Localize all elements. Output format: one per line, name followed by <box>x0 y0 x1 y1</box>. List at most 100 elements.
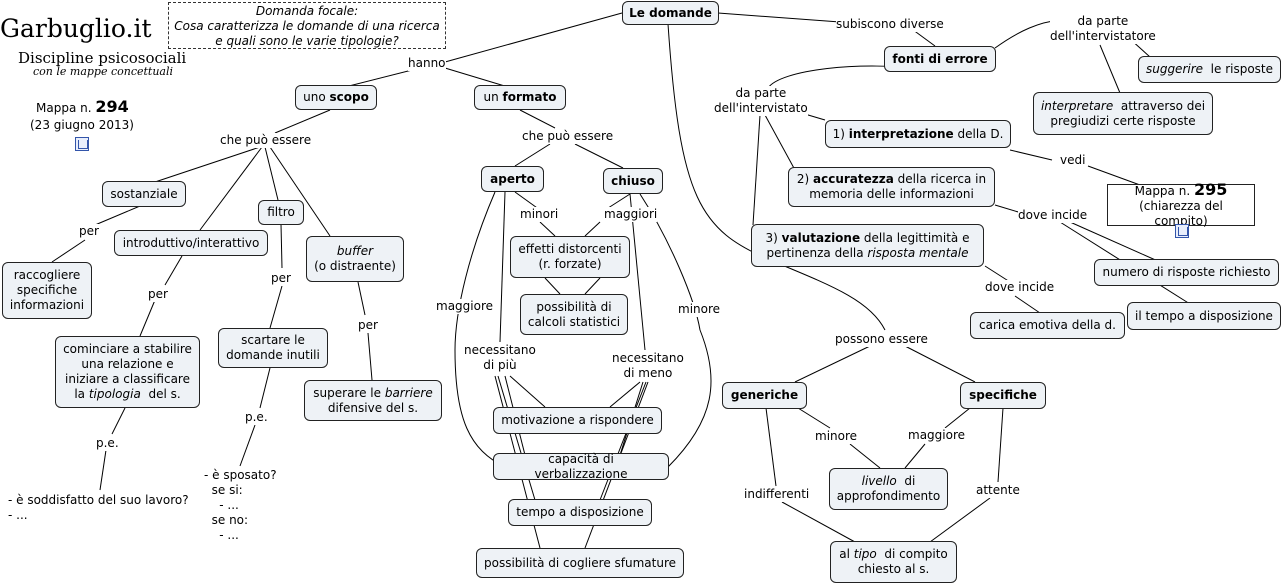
superare-text: superare le barriere difensive del s. <box>311 386 435 416</box>
node-raccogliere[interactable]: raccogliere specifiche informazioni <box>2 262 92 319</box>
accur-part-1: 2) <box>796 172 814 186</box>
node-specifiche[interactable]: specifiche <box>960 382 1046 409</box>
livello-rest: di approfondimento <box>836 474 941 503</box>
link-maggiore: maggiore <box>436 299 494 314</box>
node-effetti[interactable]: effetti distorcenti (r. forzate) <box>510 236 630 278</box>
intervistatore-line-1: da parte <box>1077 14 1129 28</box>
cominciare-part-2: del s. <box>140 387 181 401</box>
superare-part-1: superare le <box>313 385 385 400</box>
node-buffer[interactable]: buffer (o distraente) <box>306 236 404 282</box>
node-scartare[interactable]: scartare le domande inutili <box>218 328 328 368</box>
node-chiuso[interactable]: chiuso <box>603 168 663 194</box>
interpretare-italic: interpretare <box>1040 98 1114 113</box>
interpretare-text: interpretare attraverso dei pregiudizi c… <box>1040 99 1206 129</box>
link-per-2: per <box>148 287 168 302</box>
link-possono-essere: possono essere <box>835 332 928 347</box>
node-calcoli[interactable]: possibilità di calcoli statistici <box>520 294 628 335</box>
link-da-parte-intervistato: da parte dell'intervistato <box>714 86 808 116</box>
altipo-italic: tipo <box>853 547 877 561</box>
accur-bold: accuratezza <box>813 172 894 186</box>
buffer-italic: buffer <box>336 244 374 258</box>
node-valutazione[interactable]: 3) valutazione della legittimità e perti… <box>751 224 984 267</box>
link-per-3: per <box>271 271 291 286</box>
node-formato[interactable]: un formato <box>474 85 566 110</box>
link-minore-2: minore <box>815 429 858 444</box>
suggerire-italic: suggerire <box>1145 62 1204 76</box>
link-hanno: hanno <box>408 56 446 71</box>
node-sostanziale[interactable]: sostanziale <box>102 181 186 207</box>
cominciare-part-1: cominciare a stabilire una relazione e i… <box>63 342 192 401</box>
buffer-rest: (o distraente) <box>314 259 396 273</box>
node-le-domande[interactable]: Le domande <box>622 1 719 25</box>
node-mappa-295[interactable]: Mappa n. 295 (chiarezza del compito) <box>1107 179 1255 228</box>
brand-title[interactable]: Garbuglio.it <box>0 14 152 43</box>
brand-tagline: con le mappe concettuali <box>33 65 174 78</box>
altipo-part-2: di compito chiesto al s. <box>857 547 952 576</box>
link-maggiore-2: maggiore <box>908 428 966 443</box>
scopo-bold: scopo <box>329 90 369 104</box>
link-che-puo-essere-scopo: che può essere <box>220 133 312 148</box>
link-che-puo-essere-formato: che può essere <box>522 129 614 144</box>
mappa-295-label: Mappa n. <box>1134 183 1191 198</box>
node-capacita[interactable]: capacità di verbalizzazione <box>493 452 669 481</box>
interpretazione-text: 1) interpretazione della D. <box>833 127 1004 142</box>
node-numero-risposte[interactable]: numero di risposte richiesto <box>1094 259 1279 286</box>
node-filtro[interactable]: filtro <box>258 200 304 225</box>
node-aperto[interactable]: aperto <box>481 166 544 192</box>
superare-part-2: difensive del s. <box>327 400 419 415</box>
node-generiche[interactable]: generiche <box>722 382 807 409</box>
concept-map-link-icon-295[interactable] <box>1175 224 1189 238</box>
link-subiscono-diverse: subiscono diverse <box>836 17 944 32</box>
node-superare[interactable]: superare le barriere difensive del s. <box>304 380 442 421</box>
map-number: 294 <box>95 97 129 116</box>
node-sfumature[interactable]: possibilità di cogliere sfumature <box>476 548 684 578</box>
link-attente: attente <box>976 483 1020 498</box>
concept-map-link-icon[interactable] <box>75 137 89 151</box>
node-interpretare[interactable]: interpretare attraverso dei pregiudizi c… <box>1033 92 1213 135</box>
scopo-pre: uno <box>303 90 330 104</box>
valut-part-2: della legittimità e pertinenza della <box>766 230 970 260</box>
node-tempo[interactable]: tempo a disposizione <box>508 499 652 526</box>
suggerire-text: suggerire le risposte <box>1146 62 1273 77</box>
mappa-295-sub: (chiarezza del compito) <box>1139 198 1223 228</box>
link-minori: minori <box>520 207 559 222</box>
mappa-295-title: Mappa n. 295 <box>1134 179 1228 199</box>
necessitano-meno-line-2: di meno <box>623 366 673 380</box>
map-number-label: Mappa n. 294 <box>36 99 129 116</box>
focal-label: Domanda focale: <box>255 4 359 18</box>
valut-bold: valutazione <box>781 230 861 245</box>
node-scopo[interactable]: uno scopo <box>295 85 377 110</box>
link-minore: minore <box>678 302 721 317</box>
node-accuratezza[interactable]: 2) accuratezza della ricerca in memoria … <box>788 167 995 207</box>
interp-bold: interpretazione <box>848 126 954 141</box>
intervistato-line-1: da parte <box>735 86 787 100</box>
interp-part-2: della D. <box>953 126 1004 141</box>
link-indifferenti: indifferenti <box>744 487 810 502</box>
map-label-text: Mappa n. <box>36 101 92 115</box>
accuratezza-text: 2) accuratezza della ricerca in memoria … <box>795 172 988 202</box>
node-interpretazione[interactable]: 1) interpretazione della D. <box>825 120 1011 148</box>
node-cominciare[interactable]: cominciare a stabilire una relazione e i… <box>55 336 200 408</box>
valut-italic: risposta mentale <box>867 245 969 260</box>
example-list-sposato: - è sposato? se si: - ... se no: - ... <box>204 468 277 542</box>
link-necessitano-meno: necessitano di meno <box>612 351 684 381</box>
interp-part-1: 1) <box>832 126 849 141</box>
node-al-tipo[interactable]: al tipo di compito chiesto al s. <box>830 541 957 583</box>
node-carica-emotiva[interactable]: carica emotiva della d. <box>970 312 1125 339</box>
node-motivazione[interactable]: motivazione a rispondere <box>493 407 662 434</box>
focal-question-box: Domanda focale: Cosa caratterizza le dom… <box>168 2 446 49</box>
link-necessitano-piu: necessitano di più <box>464 343 536 373</box>
node-suggerire[interactable]: suggerire le risposte <box>1138 56 1281 83</box>
map-date: (23 giugno 2013) <box>30 118 134 132</box>
mappa-295-number: 295 <box>1193 179 1228 199</box>
node-tempo-disposizione[interactable]: il tempo a disposizione <box>1127 302 1281 330</box>
focal-line-2: e quali sono le varie tipologie? <box>215 34 399 48</box>
altipo-part-1: al <box>839 547 854 561</box>
link-dove-incide-2: dove incide <box>985 280 1055 295</box>
node-livello[interactable]: livello di approfondimento <box>829 468 948 510</box>
suggerire-rest: le risposte <box>1203 62 1274 76</box>
node-fonti-di-errore[interactable]: fonti di errore <box>884 46 996 72</box>
node-introduttivo[interactable]: introduttivo/interattivo <box>114 230 268 256</box>
link-da-parte-intervistatore: da parte dell'intervistatore <box>1050 14 1156 44</box>
accur-part-2: della ricerca in memoria delle informazi… <box>809 172 987 201</box>
